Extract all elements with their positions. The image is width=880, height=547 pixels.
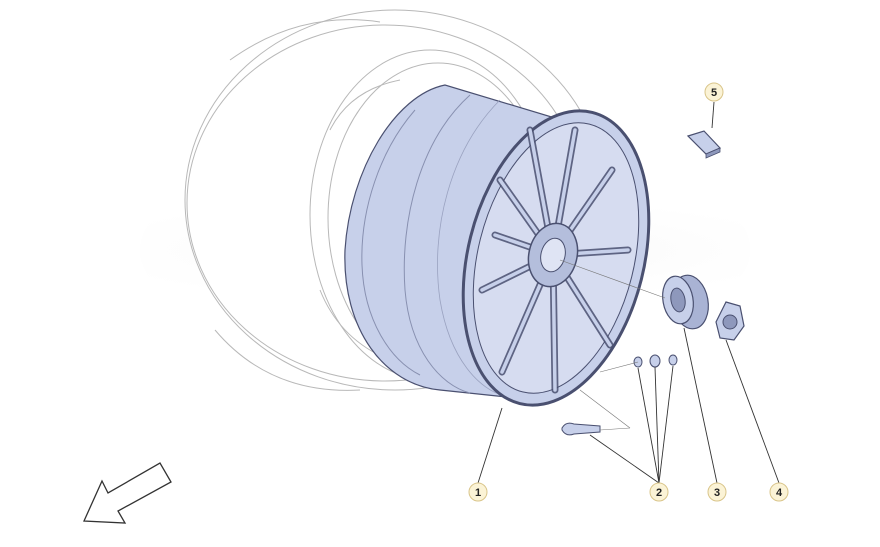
callout-badge-3: 3 (707, 482, 727, 502)
balance-weight (686, 130, 722, 159)
wheel-face (461, 109, 651, 407)
leader-lines (477, 101, 780, 484)
callout-label: 1 (475, 487, 481, 499)
arrow-front-icon (83, 462, 172, 524)
callout-badge-4: 4 (769, 482, 789, 502)
valve-and-seals (561, 354, 678, 436)
callout-label: 3 (714, 487, 720, 499)
callout-badge-2: 2 (649, 482, 669, 502)
centre-nut (662, 274, 709, 330)
guide-lines (559, 259, 666, 431)
callout-label: 2 (656, 487, 662, 499)
callout-label: 4 (776, 487, 783, 499)
callout-badge-1: 1 (468, 482, 488, 502)
callout-badge-5: 5 (704, 82, 724, 102)
hub-cap (715, 301, 745, 341)
callout-label: 5 (711, 87, 717, 99)
